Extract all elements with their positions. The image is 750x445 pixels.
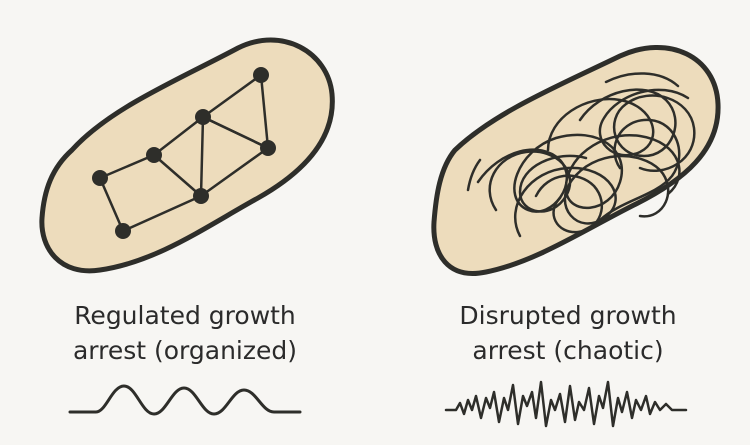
caption-regulated-line2: arrest (organized): [72, 336, 298, 365]
regular-wave: [68, 384, 302, 416]
network-node: [260, 140, 276, 156]
chaotic-tangle: [466, 72, 696, 238]
caption-disrupted-line2: arrest (chaotic): [472, 336, 664, 365]
caption-regulated-line1: Regulated growth: [74, 301, 296, 330]
left-cell: [39, 37, 335, 274]
network-node: [195, 109, 211, 125]
organized-network-edges: [98, 73, 270, 233]
network-node: [146, 147, 162, 163]
network-node: [92, 170, 108, 186]
caption-regulated: Regulated growth arrest (organized): [25, 298, 345, 368]
left-cell-body: [39, 37, 335, 274]
caption-disrupted-line1: Disrupted growth: [459, 301, 677, 330]
organized-network-nodes: [92, 67, 276, 239]
network-node: [115, 223, 131, 239]
network-node: [253, 67, 269, 83]
right-cell: [431, 45, 721, 276]
caption-disrupted: Disrupted growth arrest (chaotic): [408, 298, 728, 368]
chaotic-wave: [444, 380, 688, 428]
network-node: [193, 188, 209, 204]
